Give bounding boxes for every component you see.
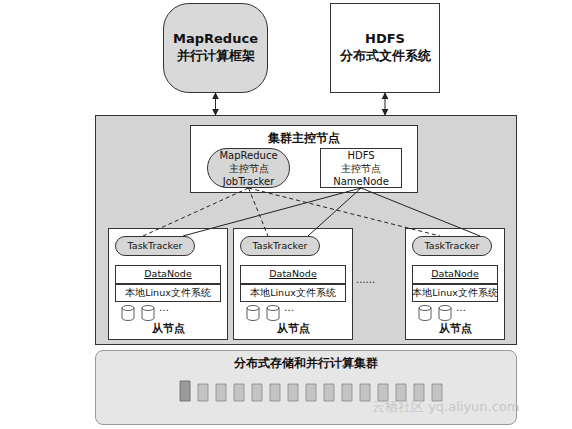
slave-node-box: 从节点 TaskTrackerDataNode 本地Linux文件系统 (108, 228, 228, 340)
server-icons (198, 384, 442, 401)
server-icon-main (180, 381, 190, 401)
node-text: DataNode (269, 268, 316, 280)
tasktracker-pill: TaskTracker (240, 236, 320, 256)
node-text: HDFS 分布式文件系统 (335, 31, 435, 65)
ellipsis-label: … (456, 302, 466, 313)
node-text: MapReduce 并行计算框架 (171, 31, 261, 65)
namenode-box: HDFS 主控节点 NameNode (320, 148, 402, 188)
dashed-link (249, 188, 269, 236)
solid-link (361, 188, 480, 236)
solid-link (308, 188, 361, 236)
dashed-link (249, 188, 441, 236)
ellipsis-label: … (284, 302, 294, 313)
framework-box: MapReduce 并行计算框架 (163, 3, 268, 93)
slave-node-box: 从节点 TaskTrackerDataNode 本地Linux文件系统 (405, 228, 505, 340)
double-arrow (385, 93, 386, 115)
node-text: 本地Linux文件系统 (412, 287, 498, 299)
local-fs-box: 本地Linux文件系统 (240, 284, 346, 302)
dashed-link (143, 188, 249, 236)
node-text: DataNode (431, 268, 478, 280)
node-text: 从节点 (109, 322, 227, 336)
node-text: 从节点 (406, 322, 504, 336)
master-node-box: 集群主控节点 MapReduce 主控节点 JobTracker HDFS 主控节点… (190, 125, 418, 193)
node-text: MapReduce 主控节点 JobTracker (217, 149, 281, 188)
datanode-box: DataNode (240, 265, 346, 284)
local-fs-box: 本地Linux文件系统 (412, 284, 498, 302)
filesystem-box: HDFS 分布式文件系统 (330, 3, 440, 93)
tasktracker-pill: TaskTracker (115, 236, 195, 256)
watermark: 云栖社区 yq.aliyun.com (372, 398, 519, 416)
solid-link (183, 188, 361, 236)
node-text: 集群主控节点 (191, 131, 417, 147)
node-text: 分布式存储和并行计算集群 (96, 356, 516, 372)
node-text: TaskTracker (128, 240, 183, 252)
local-fs-box: 本地Linux文件系统 (115, 284, 221, 302)
datanode-box: DataNode (412, 265, 498, 284)
slave-node-box: 从节点 TaskTrackerDataNode 本地Linux文件系统 (233, 228, 353, 340)
node-text: TaskTracker (425, 240, 480, 252)
tasktracker-pill: TaskTracker (412, 236, 492, 256)
node-text: TaskTracker (253, 240, 308, 252)
node-text: 从节点 (234, 322, 352, 336)
node-text: DataNode (144, 268, 191, 280)
double-arrow (215, 93, 216, 115)
node-text: 本地Linux文件系统 (250, 287, 336, 299)
cluster-container: 集群主控节点 MapReduce 主控节点 JobTracker HDFS 主控节点… (95, 115, 517, 345)
ellipsis-label: … (159, 302, 169, 313)
jobtracker-box: MapReduce 主控节点 JobTracker (207, 148, 290, 188)
ellipsis-label: ...... (356, 274, 375, 285)
datanode-box: DataNode (115, 265, 221, 284)
node-text: 本地Linux文件系统 (125, 287, 211, 299)
node-text: HDFS 主控节点 NameNode (329, 149, 393, 188)
